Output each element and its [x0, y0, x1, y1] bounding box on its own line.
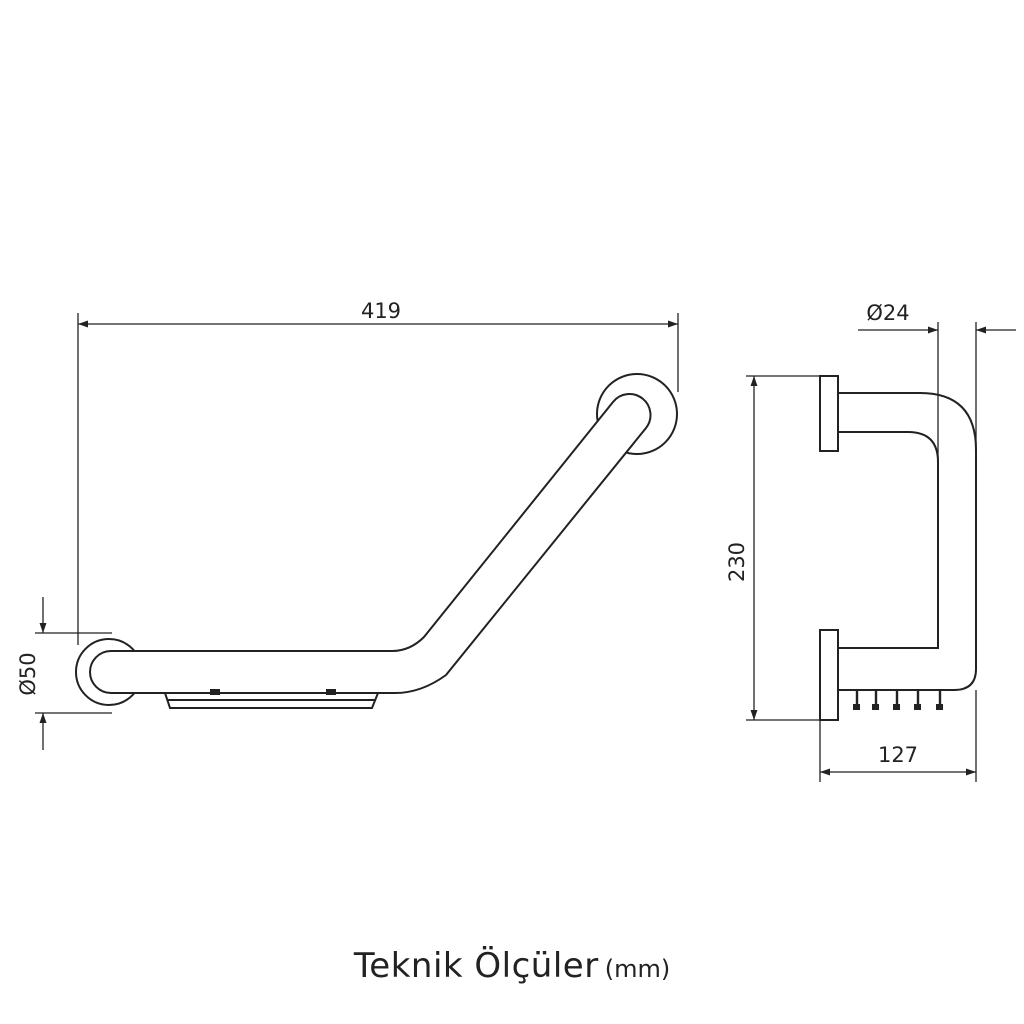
soap-basket — [163, 689, 380, 709]
side-view — [819, 375, 977, 721]
rosette-diameter-label: Ø50 — [16, 652, 40, 695]
dimension-depth-side — [819, 690, 977, 782]
right-rosette — [596, 373, 678, 455]
height-side-label: 230 — [725, 542, 749, 582]
basket-hooks — [853, 690, 943, 710]
dimension-width-front — [77, 313, 679, 645]
caption-title: Teknik Ölçüler — [353, 946, 599, 986]
grab-bar-tube — [89, 393, 652, 695]
tube-diameter-label: Ø24 — [866, 301, 909, 325]
width-front-label: 419 — [361, 299, 401, 323]
depth-side-label: 127 — [878, 743, 918, 767]
dimension-tube-diameter — [858, 322, 1016, 648]
top-flange — [819, 375, 839, 452]
side-tube — [837, 392, 977, 691]
caption: Teknik Ölçüler(mm) — [0, 946, 1024, 986]
caption-unit: (mm) — [604, 955, 671, 983]
front-view — [75, 373, 678, 709]
dimension-height-side — [746, 375, 820, 721]
bottom-flange — [819, 629, 839, 721]
dimension-rosette-diameter — [35, 597, 112, 750]
